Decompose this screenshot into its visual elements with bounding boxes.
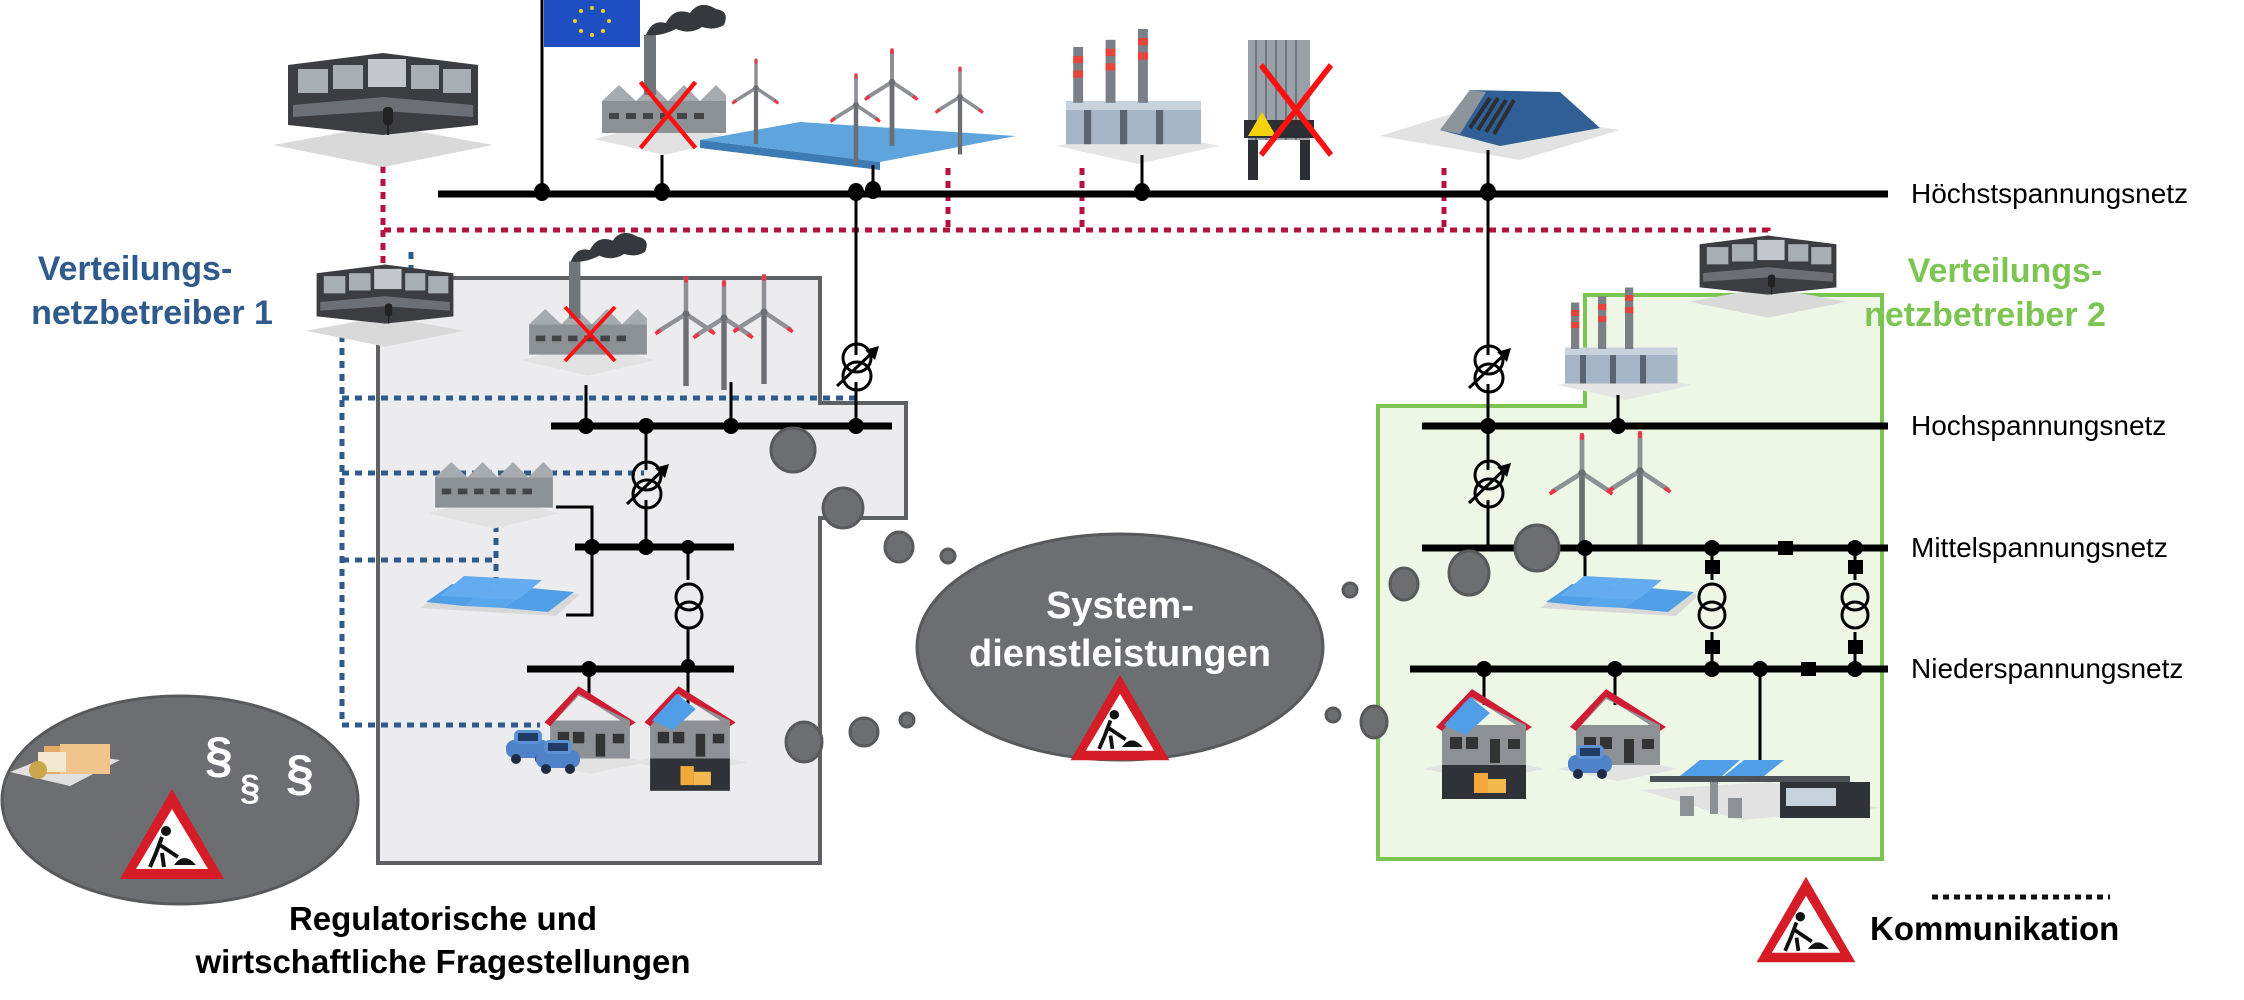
dso1-bus-nodes <box>578 418 864 677</box>
dso1-title-line1: Verteilungs- <box>38 250 233 288</box>
transformer-icon <box>1839 580 1871 632</box>
low-voltage-label: Niederspannungsnetz <box>1911 653 2183 684</box>
hydro-plant-icon <box>1380 90 1620 160</box>
dso1-area <box>376 276 908 865</box>
extra-high-voltage-label: Höchstspannungsnetz <box>1911 178 2188 209</box>
system-services-bubble: System- dienstleistungen <box>915 532 1325 763</box>
offshore-wind-icon <box>700 48 1016 170</box>
system-services-line2: dienstleistungen <box>969 633 1271 675</box>
construction-warning-icon <box>1754 874 1858 965</box>
paragraph-symbol: § <box>286 745 314 801</box>
legend: Kommunikation <box>1754 874 2119 965</box>
dso2-title-line2: netzbetreiber 2 <box>1864 296 2106 334</box>
charging-station-icon <box>1640 760 1880 820</box>
regulatory-caption-line2: wirtschaftliche Fragestellungen <box>194 943 690 980</box>
dso1-control-room-icon <box>305 263 465 348</box>
regulating-transformer-icon <box>1467 344 1513 394</box>
nuclear-plant-icon <box>1244 40 1314 180</box>
money-stack-icon <box>10 744 120 786</box>
dso2-area <box>1376 293 1884 861</box>
high-voltage-label: Hochspannungsnetz <box>1911 410 2166 441</box>
regulatory-bubble: § § § <box>0 694 360 906</box>
tso-control-room-icon <box>272 52 494 168</box>
dso2-title-line1: Verteilungs- <box>1908 252 2103 290</box>
eu-flag-icon <box>540 0 640 193</box>
paragraph-symbol: § <box>240 767 260 808</box>
regulatory-caption-line1: Regulatorische und <box>289 900 597 937</box>
transformer-icon <box>1696 580 1728 632</box>
dso2-bus-nodes <box>1476 418 1863 677</box>
system-services-line1: System- <box>1046 585 1194 627</box>
ehv-bus-nodes <box>534 181 1496 201</box>
thought-bubbles <box>769 426 1561 764</box>
dso1-title-line2: netzbetreiber 1 <box>31 294 273 332</box>
regulating-transformer-icon <box>835 342 881 392</box>
medium-voltage-label: Mittelspannungsnetz <box>1911 532 2168 563</box>
gas-plant-icon <box>1057 28 1219 164</box>
communication-label: Kommunikation <box>1870 910 2119 947</box>
paragraph-symbol: § <box>205 727 233 783</box>
dso2-control-room-icon <box>1688 234 1848 319</box>
